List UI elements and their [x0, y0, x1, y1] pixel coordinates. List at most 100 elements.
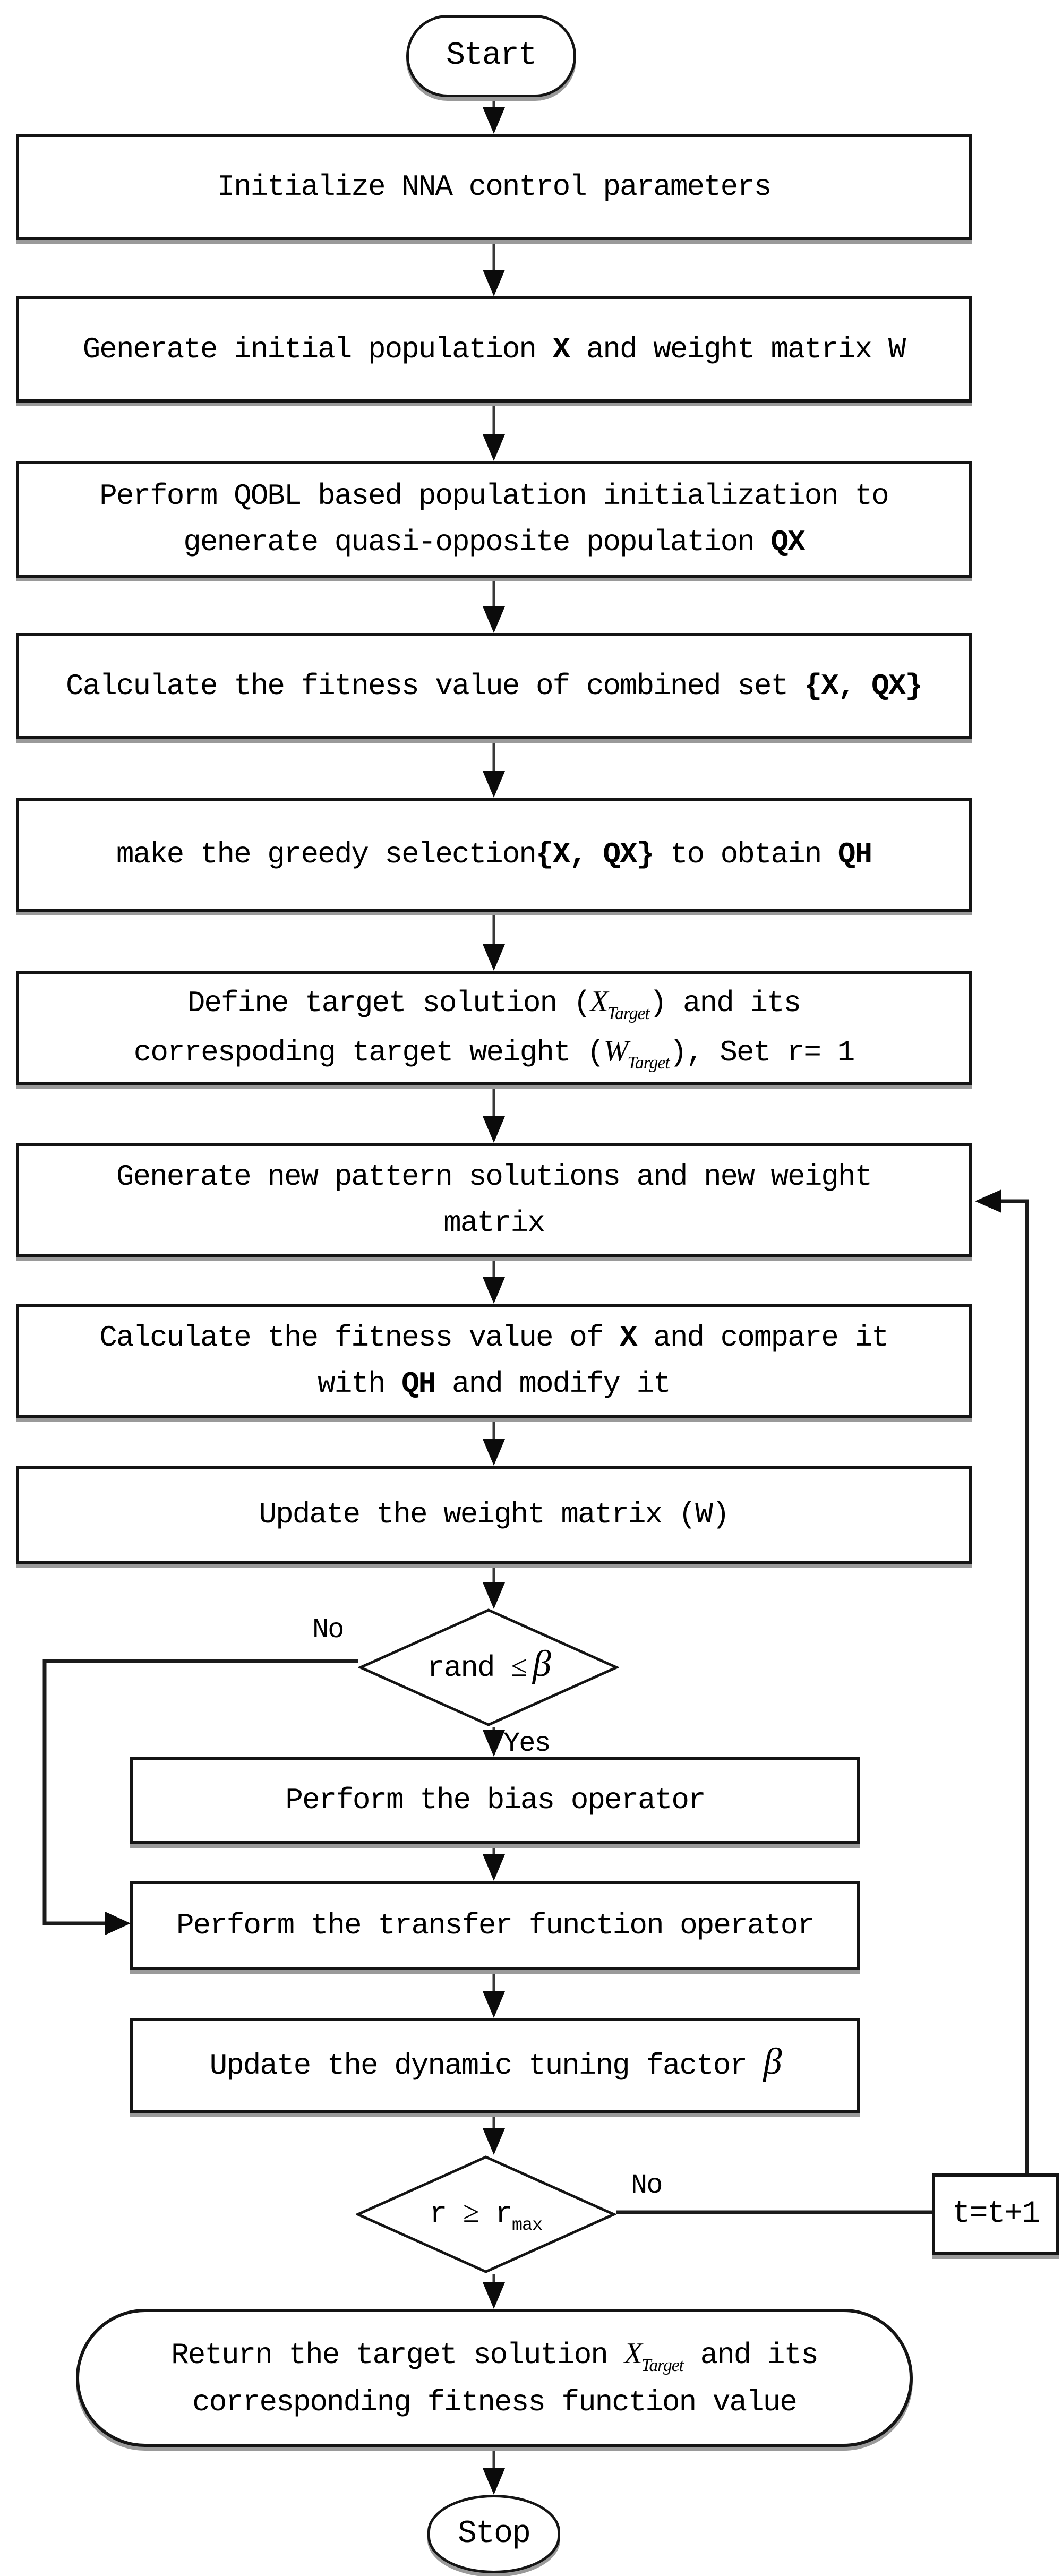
diamond-shape	[358, 1608, 619, 1726]
flow-arrow-head	[483, 1854, 505, 1881]
process-update-weight-matrix: Update the weight matrix (W)	[16, 1466, 972, 1564]
text-segment: and compare it	[636, 1320, 889, 1355]
text-segment: Target	[607, 1004, 650, 1024]
node-text: matrix	[443, 1200, 545, 1246]
process-transfer-function-operator: Perform the transfer function operator	[130, 1881, 860, 1970]
yes-label: Yes	[503, 1728, 551, 1759]
text-segment: ≤	[511, 1650, 533, 1683]
flow-arrow-head	[483, 1582, 505, 1609]
process-greedy-selection: make the greedy selection{X, QX} to obta…	[16, 798, 972, 912]
text-segment: Generate new pattern solutions and new w…	[116, 1159, 872, 1194]
text-segment: Calculate the fitness value of combined …	[66, 669, 804, 703]
process-fitness-combined-set: Calculate the fitness value of combined …	[16, 633, 972, 739]
flow-arrow-head	[483, 606, 505, 633]
node-text: make the greedy selection{X, QX} to obta…	[116, 832, 872, 878]
text-segment: Perform QOBL based population initializa…	[99, 479, 889, 514]
node-text: Initialize NNA control parameters	[217, 164, 772, 210]
node-text: Perform the bias operator	[285, 1777, 706, 1824]
text-segment: max	[511, 2215, 543, 2236]
node-text: rand ≤ β	[427, 1644, 551, 1691]
process-fitness-x-compare: Calculate the fitness value of X and com…	[16, 1304, 972, 1418]
text-segment: generate quasi-opposite population	[183, 525, 771, 559]
node-text: Generate initial population X and weight…	[82, 327, 906, 373]
text-segment: X	[620, 1320, 638, 1355]
flow-arrow-head	[483, 944, 505, 971]
text-segment: with	[318, 1366, 402, 1401]
text-segment: {X, QX}	[804, 669, 923, 703]
flow-arrow-head	[483, 2468, 505, 2495]
flow-arrow-head	[483, 1439, 505, 1466]
node-text: Perform the transfer function operator	[176, 1903, 815, 1949]
text-segment: β	[532, 1644, 551, 1685]
node-text: Calculate the fitness value of X and com…	[99, 1315, 889, 1361]
text-segment: corresponding fitness function value	[192, 2385, 798, 2419]
text-segment: Generate initial population	[82, 332, 553, 366]
node-text: Define target solution (XTarget) and its	[187, 979, 801, 1028]
flow-arrow-head	[483, 270, 505, 296]
text-segment: X	[624, 2337, 643, 2370]
node-text: Calculate the fitness value of combined …	[66, 663, 923, 709]
process-define-target-solution: Define target solution (XTarget) and its…	[16, 971, 972, 1085]
no-loop-arrow-head	[105, 1912, 131, 1935]
no-label-left: No	[312, 1614, 344, 1646]
process-increment-t: t=t+1	[932, 2173, 1059, 2255]
flow-arrow-head	[483, 2128, 505, 2155]
node-text: r ≥ rmax	[430, 2189, 543, 2239]
text-segment: make the greedy selection	[116, 837, 537, 872]
flow-arrow-head	[483, 1730, 505, 1757]
feedback-loop-line	[1001, 1199, 1029, 2173]
text-segment: Update the dynamic tuning factor	[209, 2048, 764, 2083]
process-update-tuning-factor: Update the dynamic tuning factor β	[130, 2018, 860, 2113]
text-segment: ) and its	[649, 986, 801, 1021]
node-text: Perform QOBL based population initializa…	[99, 473, 889, 519]
text-segment: Return the target solution	[171, 2338, 624, 2372]
feedback-arrow-head	[975, 1189, 1001, 1213]
text-segment: Target	[641, 2355, 684, 2375]
stop-terminal: Stop	[427, 2495, 560, 2573]
text-segment: Target	[627, 1052, 670, 1073]
node-text: Update the weight matrix (W)	[259, 1492, 730, 1538]
text-segment: X	[552, 332, 571, 366]
text-segment: and modify it	[435, 1366, 671, 1401]
text-segment: Calculate the fitness value of	[99, 1320, 620, 1355]
process-initialize-parameters: Initialize NNA control parameters	[16, 134, 972, 240]
text-segment: X	[590, 985, 608, 1019]
node-text: t=t+1	[952, 2197, 1040, 2232]
text-segment: r	[429, 2196, 463, 2231]
process-generate-new-patterns: Generate new pattern solutions and new w…	[16, 1143, 972, 1257]
text-segment: QX	[770, 525, 805, 559]
text-segment: Initialize NNA control parameters	[217, 169, 772, 204]
node-text: Generate new pattern solutions and new w…	[116, 1154, 872, 1200]
process-bias-operator: Perform the bias operator	[130, 1757, 860, 1844]
flow-arrow-head	[483, 434, 505, 461]
node-text: Return the target solution XTarget and i…	[171, 2331, 819, 2380]
text-segment: QH	[837, 837, 872, 872]
process-qobl-initialization: Perform QOBL based population initializa…	[16, 461, 972, 578]
flow-arrow-head	[483, 2282, 505, 2309]
return-stadium: Return the target solution XTarget and i…	[76, 2309, 913, 2447]
text-segment: to obtain	[653, 837, 838, 872]
text-segment: r	[478, 2196, 513, 2231]
node-text: Stop	[457, 2515, 531, 2552]
text-segment: and weight matrix W	[569, 332, 906, 366]
flow-arrow-head	[483, 1991, 505, 2018]
text-segment: QH	[401, 1366, 436, 1401]
node-text: Update the dynamic tuning factor β	[209, 2041, 782, 2089]
text-segment: β	[763, 2041, 782, 2082]
no-loop-line	[42, 1659, 358, 1925]
flow-arrow-head	[483, 1116, 505, 1143]
text-segment: Perform the bias operator	[285, 1783, 706, 1818]
text-segment: Define target solution (	[187, 986, 592, 1021]
text-segment: Perform the transfer function operator	[176, 1908, 815, 1942]
decision-rand-beta: rand ≤ β	[358, 1608, 619, 1727]
node-text: Start	[446, 38, 537, 74]
text-segment: ≥	[463, 2195, 479, 2229]
node-text: corresponding fitness function value	[192, 2380, 798, 2426]
process-generate-initial-population: Generate initial population X and weight…	[16, 296, 972, 403]
text-segment: and its	[683, 2338, 819, 2372]
start-terminal: Start	[406, 15, 576, 97]
decision-r-rmax: r ≥ rmax	[356, 2155, 616, 2274]
flow-arrow-head	[483, 1277, 505, 1304]
